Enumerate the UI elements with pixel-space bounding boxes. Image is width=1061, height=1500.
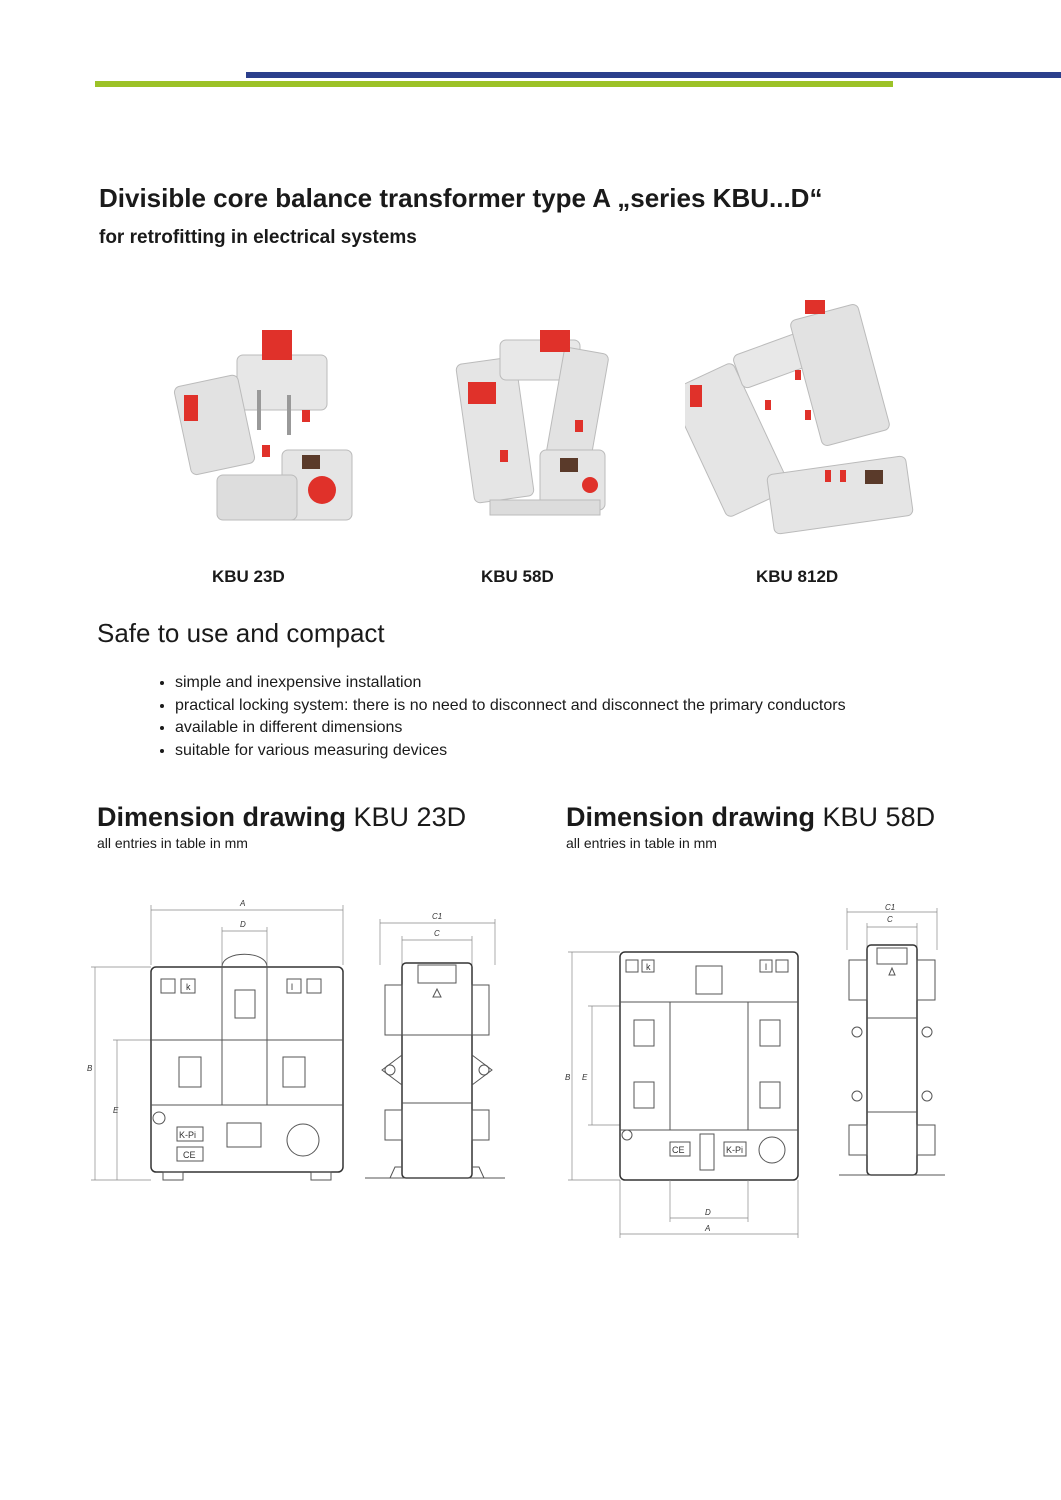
dimension-note-kbu-58d: all entries in table in mm — [566, 835, 717, 851]
dim-label-b: B — [565, 1073, 571, 1082]
dim-label-c1: C1 — [432, 912, 442, 921]
dim-label-a: A — [239, 899, 245, 908]
product-image-kbu-23d — [162, 300, 412, 540]
ce-mark: CE — [672, 1145, 685, 1155]
brand-label: K-Pi — [179, 1130, 196, 1140]
dim-label-e: E — [113, 1106, 119, 1115]
dimension-title-kbu-58d: Dimension drawing KBU 58D — [566, 802, 935, 833]
features-list: simple and inexpensive installation prac… — [155, 672, 846, 762]
product-caption-kbu-812d: KBU 812D — [756, 567, 839, 586]
product-caption-kbu-23d: KBU 23D — [212, 567, 285, 586]
dim-label-c: C — [887, 915, 893, 924]
dimension-title-bold: Dimension drawing — [566, 802, 816, 832]
feature-item: simple and inexpensive installation — [175, 672, 846, 695]
ce-mark: CE — [183, 1150, 196, 1160]
dimension-title-bold: Dimension drawing — [97, 802, 347, 832]
dim-label-d: D — [705, 1208, 711, 1217]
dim-label-e: E — [582, 1073, 588, 1082]
terminal-label-l: l — [291, 982, 293, 992]
dim-label-a: A — [704, 1224, 710, 1233]
dimension-title-kbu-23d: Dimension drawing KBU 23D — [97, 802, 466, 833]
feature-item: available in different dimensions — [175, 717, 846, 740]
product-image-kbu-812d — [670, 300, 935, 540]
brand-label: K-Pi — [726, 1145, 743, 1155]
page-subtitle: for retrofitting in electrical systems — [99, 227, 417, 248]
drawing-kbu-58d-side: C1 C — [835, 900, 950, 1185]
drawing-kbu-23d-side: C1 C — [360, 905, 510, 1190]
header-bar-blue — [246, 72, 1061, 78]
feature-item: practical locking system: there is no ne… — [175, 695, 846, 718]
page-title: Divisible core balance transformer type … — [99, 183, 823, 213]
dim-label-c1: C1 — [885, 903, 895, 912]
product-image-kbu-58d — [430, 300, 680, 540]
dimension-title-model: KBU 23D — [346, 802, 467, 832]
terminal-label-l: l — [765, 962, 767, 972]
drawing-kbu-23d-front: A D B E k l K-Pi CE — [85, 895, 355, 1190]
features-heading: Safe to use and compact — [97, 618, 385, 648]
feature-item: suitable for various measuring devices — [175, 740, 846, 763]
dim-label-d: D — [240, 920, 246, 929]
dim-label-b: B — [87, 1064, 93, 1073]
terminal-label-k: k — [186, 982, 191, 992]
dimension-title-model: KBU 58D — [815, 802, 936, 832]
product-caption-kbu-58d: KBU 58D — [481, 567, 554, 586]
header-bar-green — [95, 81, 893, 87]
drawing-kbu-58d-front: B E k l CE K-Pi A D — [560, 940, 810, 1240]
dimension-note-kbu-23d: all entries in table in mm — [97, 835, 248, 851]
dim-label-c: C — [434, 929, 440, 938]
terminal-label-k: k — [646, 962, 651, 972]
